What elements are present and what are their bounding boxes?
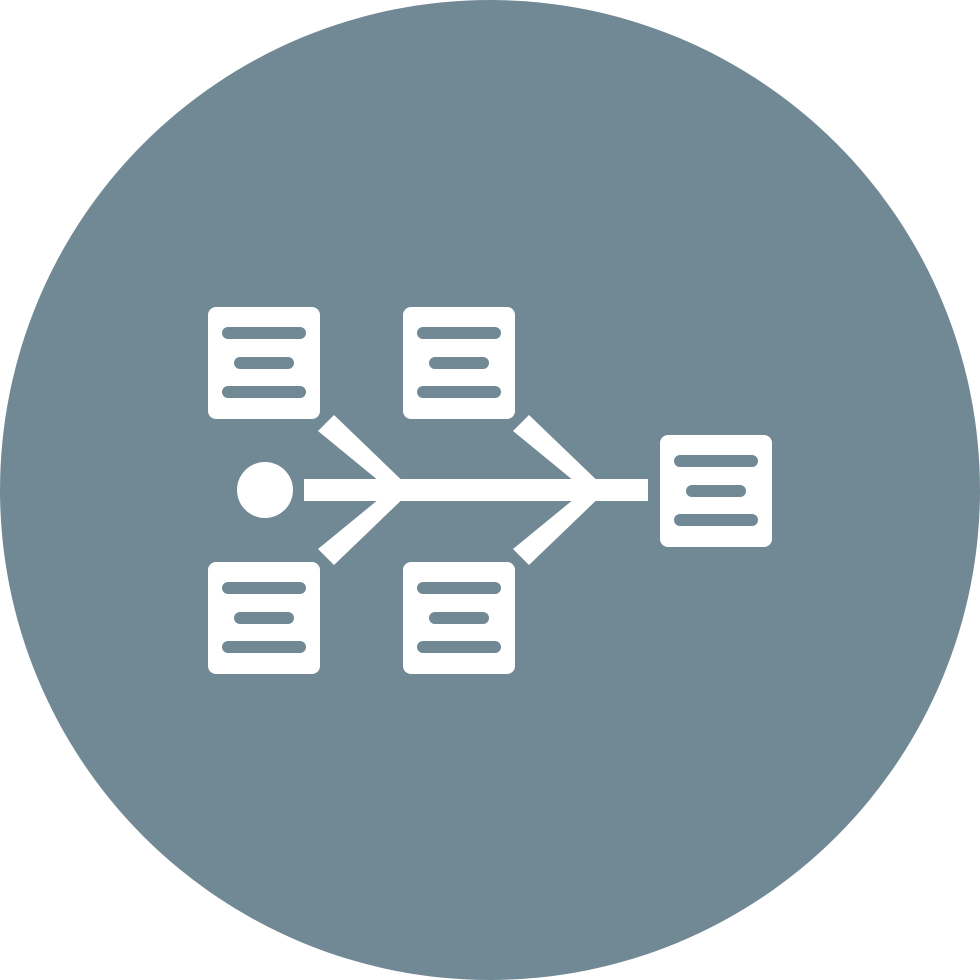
bone-upper-right	[513, 415, 607, 490]
text-line	[429, 612, 489, 624]
text-line	[429, 357, 489, 369]
cause-box-bottom-left	[208, 562, 320, 674]
text-line	[222, 327, 306, 339]
bone-upper-left	[318, 415, 412, 490]
text-line	[234, 612, 294, 624]
fishbone-diagram	[208, 307, 772, 674]
text-line	[417, 386, 501, 398]
bone-lower-left	[318, 490, 412, 565]
spine-start-dot	[237, 462, 293, 518]
bone-lower-right	[513, 490, 607, 565]
cause-box-bottom-middle	[403, 562, 515, 674]
text-line	[686, 485, 746, 497]
text-line	[222, 582, 306, 594]
text-line	[417, 582, 501, 594]
text-line	[417, 641, 501, 653]
text-line	[234, 357, 294, 369]
text-line	[674, 514, 758, 526]
text-line	[417, 327, 501, 339]
text-line	[222, 386, 306, 398]
cause-box-top-middle	[403, 307, 515, 419]
cause-box-top-left	[208, 307, 320, 419]
text-line	[222, 641, 306, 653]
effect-box	[660, 435, 772, 547]
text-line	[674, 455, 758, 467]
